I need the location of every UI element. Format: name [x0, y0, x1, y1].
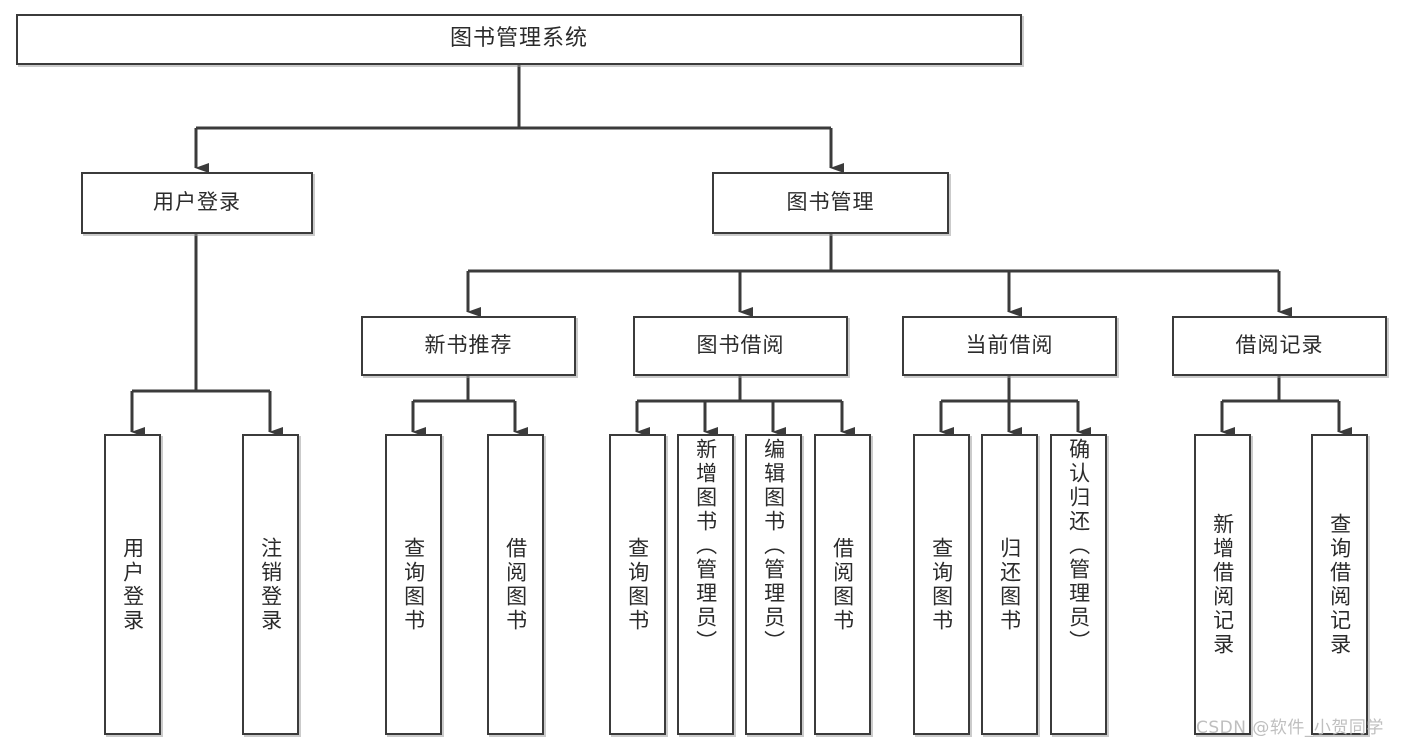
- node-leaf-confirm-return-label: 确认归还（管理员）: [1066, 438, 1091, 654]
- node-leaf-add-record[interactable]: 新增借阅记录: [1194, 434, 1251, 735]
- node-leaf-borrow-book-2[interactable]: 借阅图书: [814, 434, 871, 735]
- node-leaf-query-book-3[interactable]: 查询图书: [913, 434, 970, 735]
- node-leaf-query-book-1[interactable]: 查询图书: [385, 434, 442, 735]
- node-new-book-recommend[interactable]: 新书推荐: [361, 316, 576, 376]
- node-root-book-management-system[interactable]: 图书管理系统: [16, 14, 1022, 65]
- node-book-borrow[interactable]: 图书借阅: [633, 316, 848, 376]
- node-current-borrow-label: 当前借阅: [965, 333, 1054, 358]
- node-leaf-add-book[interactable]: 新增图书（管理员）: [677, 434, 734, 735]
- node-current-borrow[interactable]: 当前借阅: [902, 316, 1117, 376]
- node-leaf-edit-book-label: 编辑图书（管理员）: [761, 438, 786, 654]
- node-leaf-borrow-book-1-label: 借阅图书: [503, 536, 528, 633]
- node-new-book-recommend-label: 新书推荐: [424, 333, 513, 358]
- node-user-login-label: 用户登录: [153, 190, 241, 215]
- node-leaf-return-book-label: 归还图书: [997, 536, 1022, 633]
- node-leaf-borrow-book-1[interactable]: 借阅图书: [487, 434, 544, 735]
- node-leaf-query-book-2[interactable]: 查询图书: [609, 434, 666, 735]
- node-leaf-query-book-2-label: 查询图书: [625, 536, 650, 633]
- node-leaf-user-login[interactable]: 用户登录: [104, 434, 161, 735]
- node-leaf-user-logout-label: 注销登录: [258, 536, 283, 633]
- node-leaf-add-record-label: 新增借阅记录: [1210, 512, 1235, 657]
- node-leaf-confirm-return[interactable]: 确认归还（管理员）: [1050, 434, 1107, 735]
- node-leaf-add-book-label: 新增图书（管理员）: [693, 438, 718, 654]
- node-leaf-query-book-1-label: 查询图书: [401, 536, 426, 633]
- node-book-management-label: 图书管理: [786, 190, 875, 215]
- node-borrow-record[interactable]: 借阅记录: [1172, 316, 1387, 376]
- node-borrow-record-label: 借阅记录: [1235, 333, 1324, 358]
- node-book-management[interactable]: 图书管理: [712, 172, 949, 234]
- node-leaf-borrow-book-2-label: 借阅图书: [830, 536, 855, 633]
- node-leaf-user-login-label: 用户登录: [120, 536, 145, 633]
- node-leaf-return-book[interactable]: 归还图书: [981, 434, 1038, 735]
- node-leaf-edit-book[interactable]: 编辑图书（管理员）: [745, 434, 802, 735]
- node-user-login[interactable]: 用户登录: [81, 172, 313, 234]
- node-book-borrow-label: 图书借阅: [696, 333, 785, 358]
- node-leaf-query-book-3-label: 查询图书: [929, 536, 954, 633]
- node-leaf-user-logout[interactable]: 注销登录: [242, 434, 299, 735]
- node-root-label: 图书管理系统: [449, 26, 588, 52]
- node-leaf-query-record-label: 查询借阅记录: [1327, 512, 1352, 657]
- node-leaf-query-record[interactable]: 查询借阅记录: [1311, 434, 1368, 735]
